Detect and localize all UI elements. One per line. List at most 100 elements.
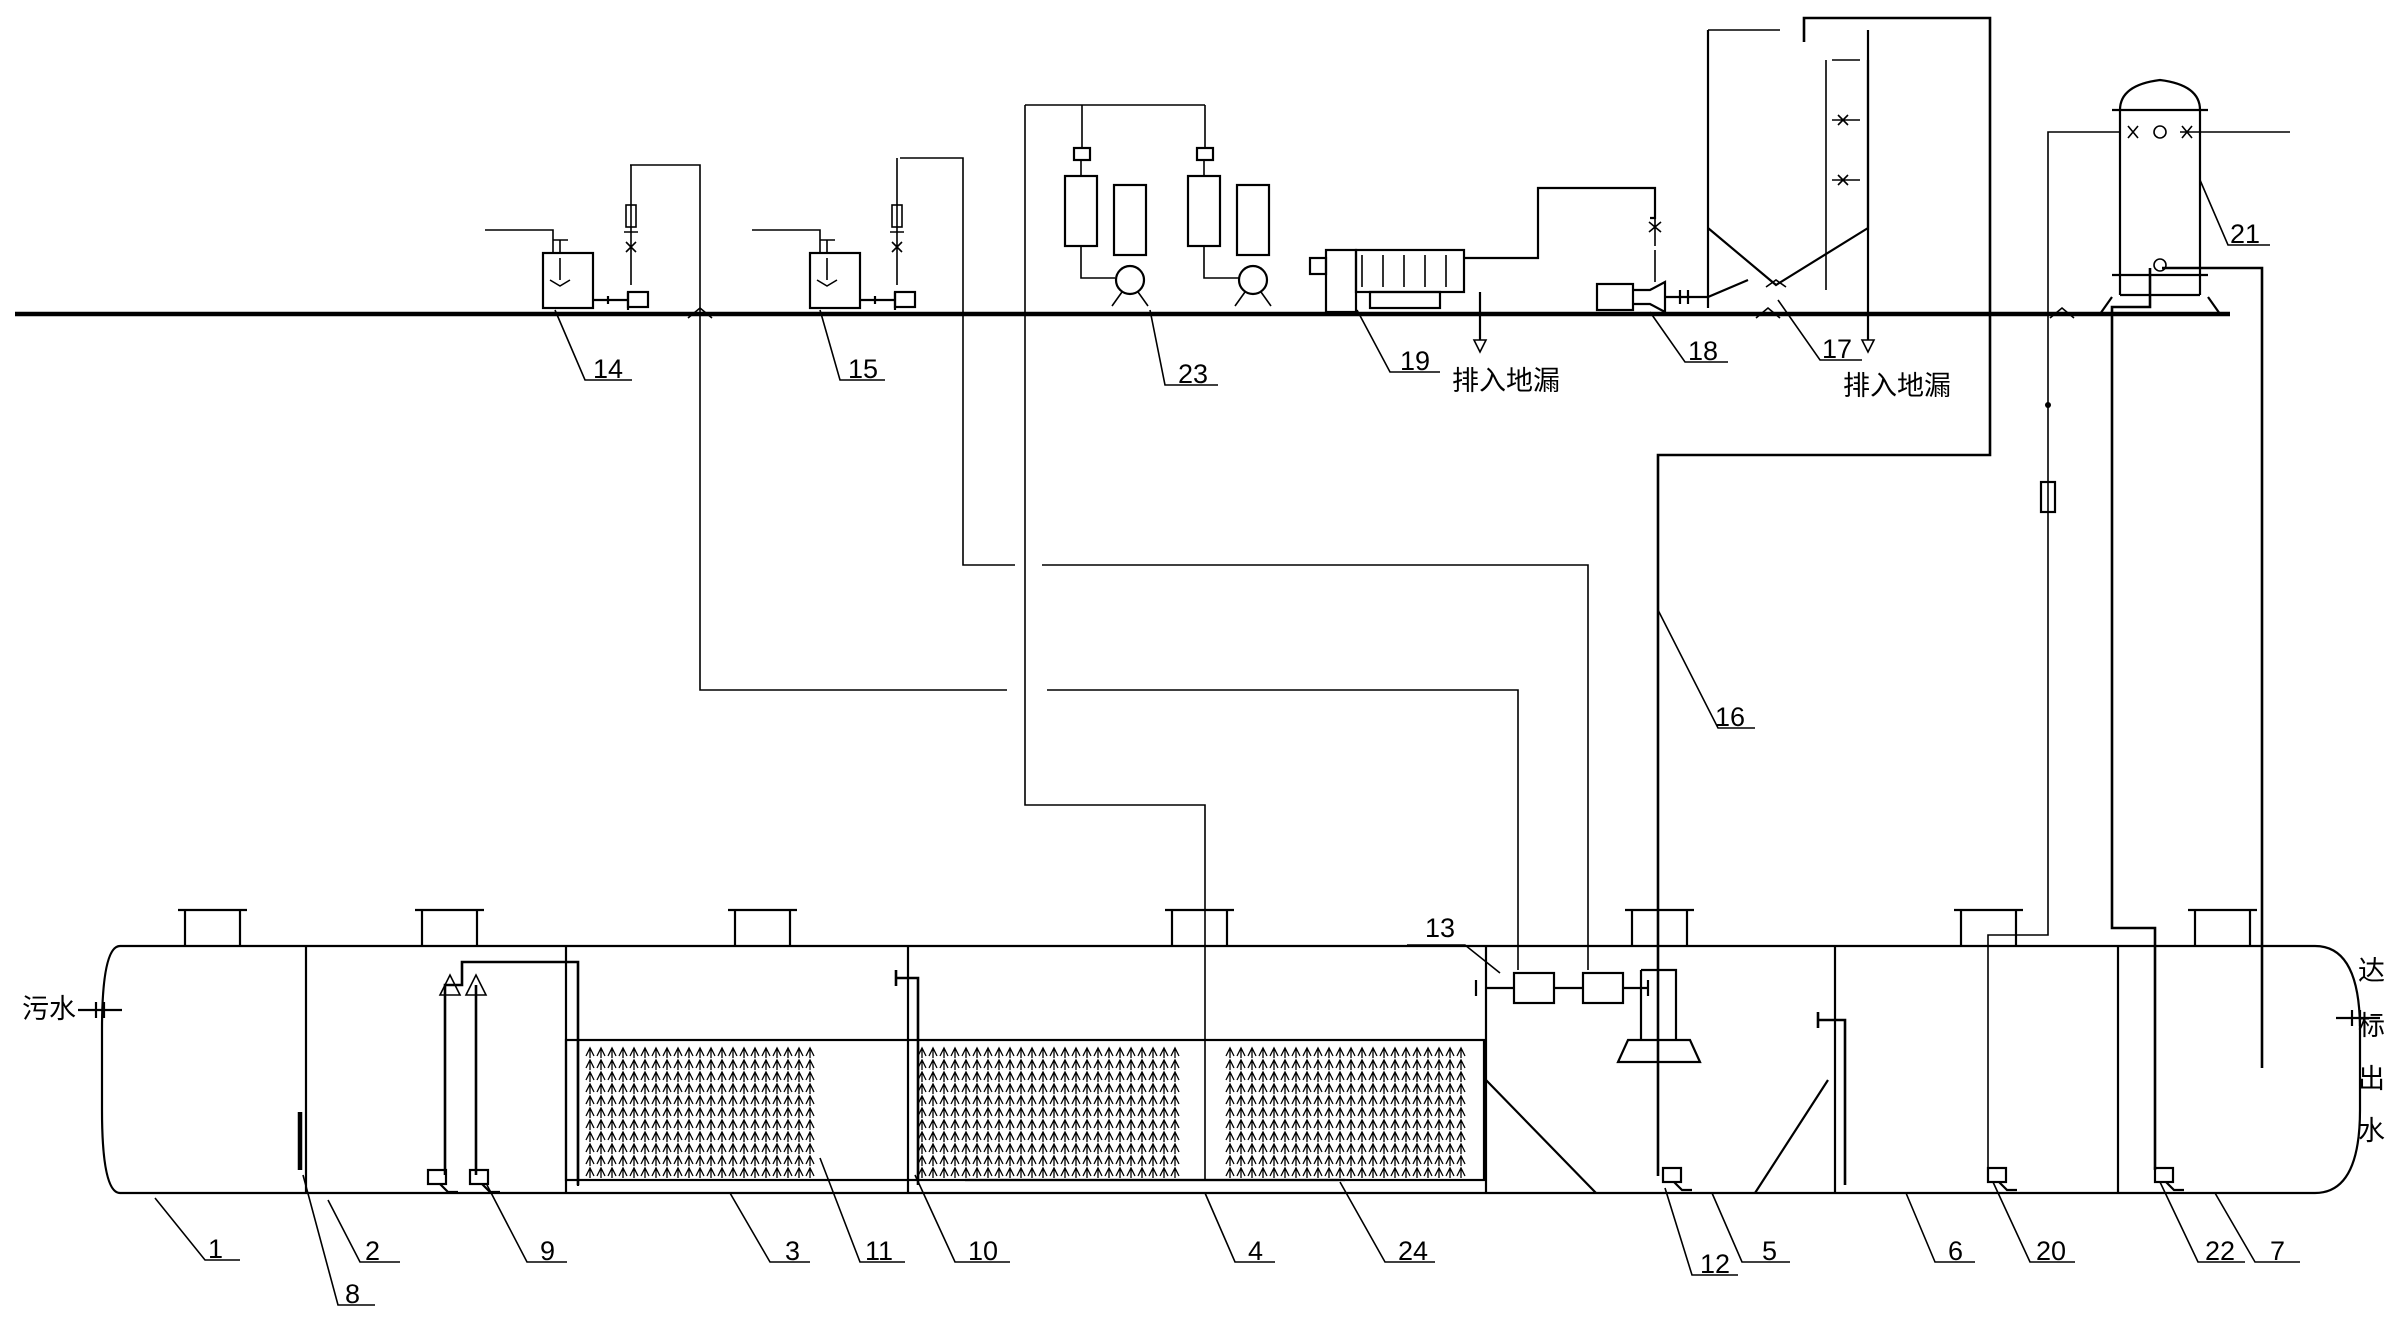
filler-media-element bbox=[1423, 1166, 1433, 1178]
filler-media-element bbox=[1005, 1106, 1015, 1118]
filler-media-element bbox=[1126, 1118, 1136, 1130]
filler-media-element bbox=[983, 1166, 993, 1178]
filler-media-element bbox=[994, 1118, 1004, 1130]
filler-media-element bbox=[1126, 1142, 1136, 1154]
label-20: 20 bbox=[2036, 1236, 2066, 1266]
filler-media-element bbox=[651, 1154, 661, 1166]
filler-media-element bbox=[1456, 1142, 1466, 1154]
filler-media-element bbox=[928, 1106, 938, 1118]
filler-media-element bbox=[1016, 1154, 1026, 1166]
filler-media-element bbox=[596, 1082, 606, 1094]
filler-media-element bbox=[1060, 1106, 1070, 1118]
filler-media-element bbox=[928, 1046, 938, 1058]
filler-media-element bbox=[783, 1166, 793, 1178]
filler-media-element bbox=[662, 1142, 672, 1154]
filler-media-element bbox=[662, 1154, 672, 1166]
filler-media-element bbox=[1313, 1118, 1323, 1130]
filler-media-element bbox=[961, 1118, 971, 1130]
filler-media-element bbox=[1302, 1058, 1312, 1070]
inlet-pipe bbox=[78, 1002, 122, 1018]
filler-media-element bbox=[1049, 1154, 1059, 1166]
filler-media-element bbox=[596, 1118, 606, 1130]
filler-media-element bbox=[1445, 1058, 1455, 1070]
filler-media-element bbox=[1434, 1082, 1444, 1094]
filler-media-element bbox=[1236, 1106, 1246, 1118]
filler-media-element bbox=[950, 1058, 960, 1070]
filler-media-element bbox=[695, 1106, 705, 1118]
filler-media-element bbox=[939, 1106, 949, 1118]
filler-media-element bbox=[1093, 1070, 1103, 1082]
filler-media-element bbox=[706, 1142, 716, 1154]
filler-media-element bbox=[1038, 1142, 1048, 1154]
filler-media-element bbox=[1456, 1106, 1466, 1118]
filler-media-element bbox=[1159, 1118, 1169, 1130]
filler-media-element bbox=[1368, 1058, 1378, 1070]
filler-media-element bbox=[1434, 1166, 1444, 1178]
filler-media-element bbox=[1390, 1070, 1400, 1082]
filler-media-element bbox=[1082, 1118, 1092, 1130]
filler-media-element bbox=[1060, 1166, 1070, 1178]
filler-media-element bbox=[706, 1070, 716, 1082]
filler-media-element bbox=[1148, 1106, 1158, 1118]
filler-media-element bbox=[1456, 1154, 1466, 1166]
filler-media-element bbox=[684, 1058, 694, 1070]
filler-media-element bbox=[1445, 1166, 1455, 1178]
filler-media-element bbox=[607, 1058, 617, 1070]
filler-media-element bbox=[939, 1070, 949, 1082]
filler-media-element bbox=[1434, 1046, 1444, 1058]
filler-media-element bbox=[939, 1046, 949, 1058]
filler-media-element bbox=[662, 1058, 672, 1070]
filler-media-element bbox=[961, 1070, 971, 1082]
filler-media-element bbox=[1412, 1094, 1422, 1106]
filler-media-element bbox=[1126, 1106, 1136, 1118]
filler-media-element bbox=[673, 1070, 683, 1082]
filler-media-element bbox=[596, 1046, 606, 1058]
filler-media-element bbox=[706, 1130, 716, 1142]
filler-media-element bbox=[1379, 1046, 1389, 1058]
filler-media-element bbox=[673, 1154, 683, 1166]
filler-media-element bbox=[684, 1106, 694, 1118]
filler-media-element bbox=[1412, 1130, 1422, 1142]
filler-media-element bbox=[1137, 1166, 1147, 1178]
filler-media-element bbox=[1016, 1106, 1026, 1118]
filler-media-element bbox=[1093, 1118, 1103, 1130]
filler-media-element bbox=[1027, 1094, 1037, 1106]
filler-media-element bbox=[750, 1046, 760, 1058]
filler-media-element bbox=[728, 1118, 738, 1130]
filler-media-element bbox=[1137, 1106, 1147, 1118]
filler-media-element bbox=[1313, 1070, 1323, 1082]
filler-media-element bbox=[1137, 1154, 1147, 1166]
filler-media-element bbox=[1258, 1130, 1268, 1142]
filler-media-element bbox=[1346, 1058, 1356, 1070]
filler-media-element bbox=[1346, 1082, 1356, 1094]
filler-media-element bbox=[629, 1070, 639, 1082]
filler-media-element bbox=[772, 1082, 782, 1094]
filler-media-element bbox=[640, 1166, 650, 1178]
filler-media-element bbox=[717, 1070, 727, 1082]
filler-media-element bbox=[750, 1118, 760, 1130]
filler-media-element bbox=[761, 1094, 771, 1106]
filler-media-element bbox=[772, 1046, 782, 1058]
filler-media-element bbox=[640, 1058, 650, 1070]
filler-media-element bbox=[607, 1082, 617, 1094]
filler-media-element bbox=[1291, 1166, 1301, 1178]
submersible-pumps bbox=[426, 960, 2184, 1194]
filler-media-element bbox=[1324, 1094, 1334, 1106]
filler-media-element bbox=[1390, 1094, 1400, 1106]
filler-media-element bbox=[1368, 1082, 1378, 1094]
filler-media-element bbox=[1390, 1130, 1400, 1142]
filler-media-element bbox=[739, 1118, 749, 1130]
filler-media-element bbox=[1302, 1046, 1312, 1058]
filler-media-element bbox=[772, 1166, 782, 1178]
filler-media-element bbox=[983, 1094, 993, 1106]
label-6: 6 bbox=[1948, 1236, 1963, 1266]
filler-media-element bbox=[1159, 1046, 1169, 1058]
filler-media-element bbox=[994, 1142, 1004, 1154]
filler-media-element bbox=[651, 1094, 661, 1106]
filler-media-element bbox=[1137, 1058, 1147, 1070]
filler-media-element bbox=[1148, 1082, 1158, 1094]
filler-media-element bbox=[1115, 1094, 1125, 1106]
filler-media-element bbox=[1357, 1142, 1367, 1154]
filler-media-element bbox=[1368, 1154, 1378, 1166]
filler-media-element bbox=[1049, 1082, 1059, 1094]
